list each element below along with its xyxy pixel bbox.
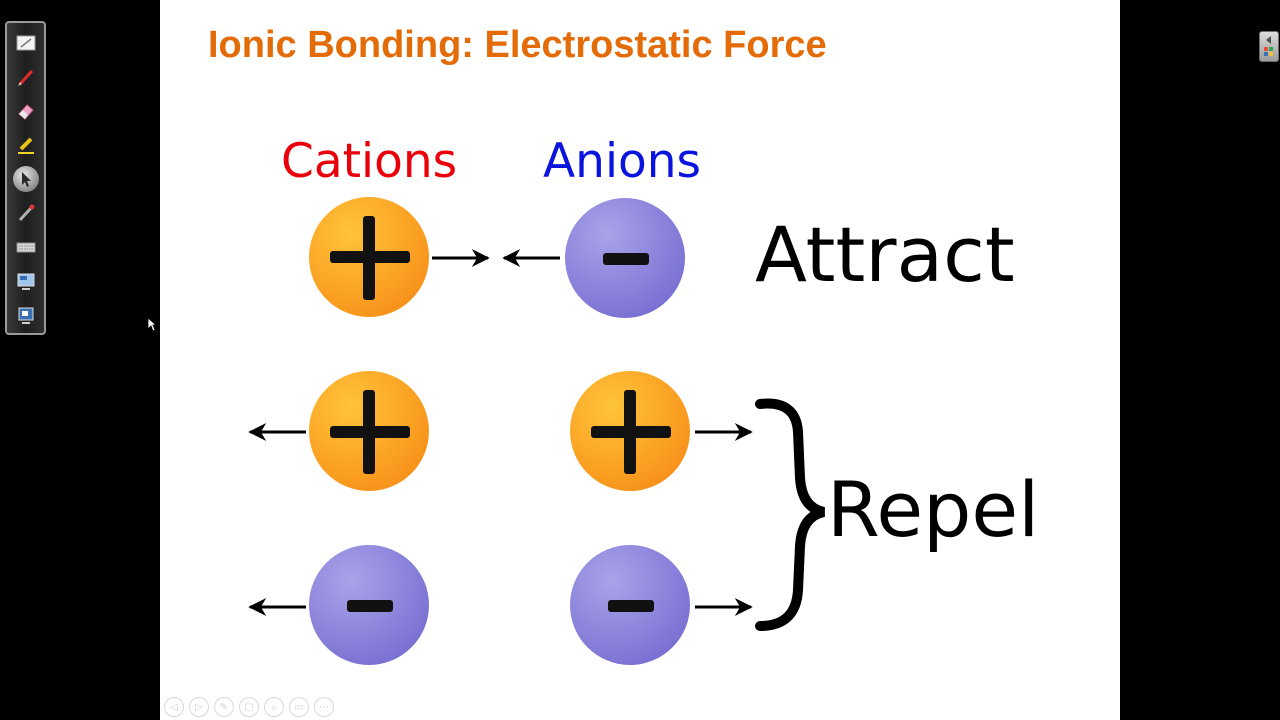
anion-repel-left [309, 545, 429, 665]
screen-capture-icon[interactable] [15, 270, 37, 292]
pen-icon[interactable] [15, 66, 37, 88]
annotation-toolbar [5, 21, 46, 335]
anions-label: Anions [543, 134, 702, 189]
pen-menu-icon[interactable]: ✎ [214, 697, 234, 717]
slides-icon[interactable]: ▢ [239, 697, 259, 717]
repel-label: Repel [827, 465, 1040, 554]
window-switch-icon[interactable] [15, 304, 37, 326]
cation-repel-left [309, 371, 429, 491]
anion-repel-right [570, 545, 690, 665]
eraser-icon[interactable] [15, 100, 37, 122]
slide-title: Ionic Bonding: Electrostatic Force [208, 24, 827, 66]
anion-attract [565, 198, 685, 318]
side-panel-toggle[interactable] [1259, 31, 1279, 62]
repel-brace [755, 398, 826, 631]
charge-diagram [248, 197, 826, 665]
subtitles-icon[interactable]: ▭ [289, 697, 309, 717]
mouse-cursor-icon [147, 317, 157, 332]
next-icon[interactable]: ▷ [189, 697, 209, 717]
cation-attract [309, 197, 429, 317]
zoom-icon[interactable]: ⌕ [264, 697, 284, 717]
previous-icon[interactable]: ◁ [164, 697, 184, 717]
slide-navigation: ◁ ▷ ✎ ▢ ⌕ ▭ ⋯ [164, 697, 334, 717]
more-options-icon[interactable]: ⋯ [314, 697, 334, 717]
whiteboard-icon[interactable] [15, 32, 37, 54]
pointer-arrow-icon[interactable] [13, 166, 39, 192]
keyboard-icon[interactable] [15, 236, 37, 258]
highlighter-icon[interactable] [15, 134, 37, 156]
attract-label: Attract [755, 210, 1015, 299]
slide: Ionic Bonding: Electrostatic Force [160, 0, 1120, 720]
cation-repel-right [570, 371, 690, 491]
cations-label: Cations [281, 134, 458, 189]
laser-pen-icon[interactable] [15, 202, 37, 224]
